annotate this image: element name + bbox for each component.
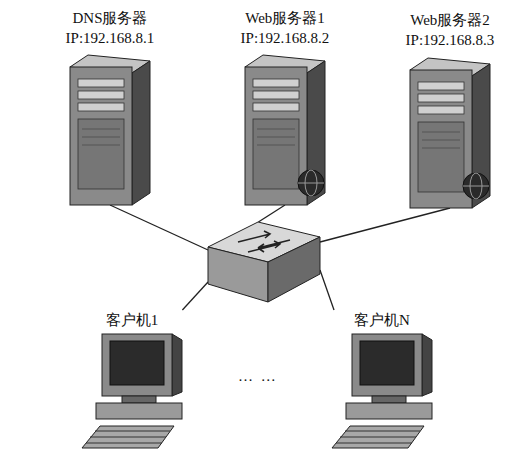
web-server-icon: [245, 55, 325, 205]
device-name: Web服务器1: [230, 8, 340, 28]
device-node: DNS服务器IP:192.168.8.1: [55, 8, 165, 205]
ellipsis-label: … …: [238, 368, 278, 385]
device-name: 客户机N: [322, 310, 442, 330]
dns-server-icon: [70, 55, 150, 205]
network-link: [110, 205, 208, 250]
switch-arrows: [238, 231, 290, 252]
switch-front: [208, 247, 268, 302]
device-node: Web服务器2IP:192.168.8.3: [395, 10, 505, 208]
ip-address: IP:192.168.8.1: [55, 28, 165, 48]
network-link: [258, 205, 285, 222]
network-link: [182, 282, 208, 310]
device-name: Web服务器2: [395, 10, 505, 30]
web-server-icon: [410, 58, 490, 208]
ip-address: IP:192.168.8.2: [230, 28, 340, 48]
client-icon: [332, 334, 432, 448]
network-link: [320, 270, 334, 310]
client-icon: [82, 334, 182, 448]
device-node: 客户机1: [72, 310, 192, 450]
switch-symbol: [208, 222, 320, 302]
device-node: 客户机N: [322, 310, 442, 450]
device-name: 客户机1: [72, 310, 192, 330]
network-link: [320, 208, 450, 242]
ip-address: IP:192.168.8.3: [395, 30, 505, 50]
globe-icon: [298, 170, 324, 196]
device-node: Web服务器1IP:192.168.8.2: [230, 8, 340, 205]
device-name: DNS服务器: [55, 8, 165, 28]
globe-icon: [463, 173, 489, 199]
switch-node: [208, 222, 320, 302]
